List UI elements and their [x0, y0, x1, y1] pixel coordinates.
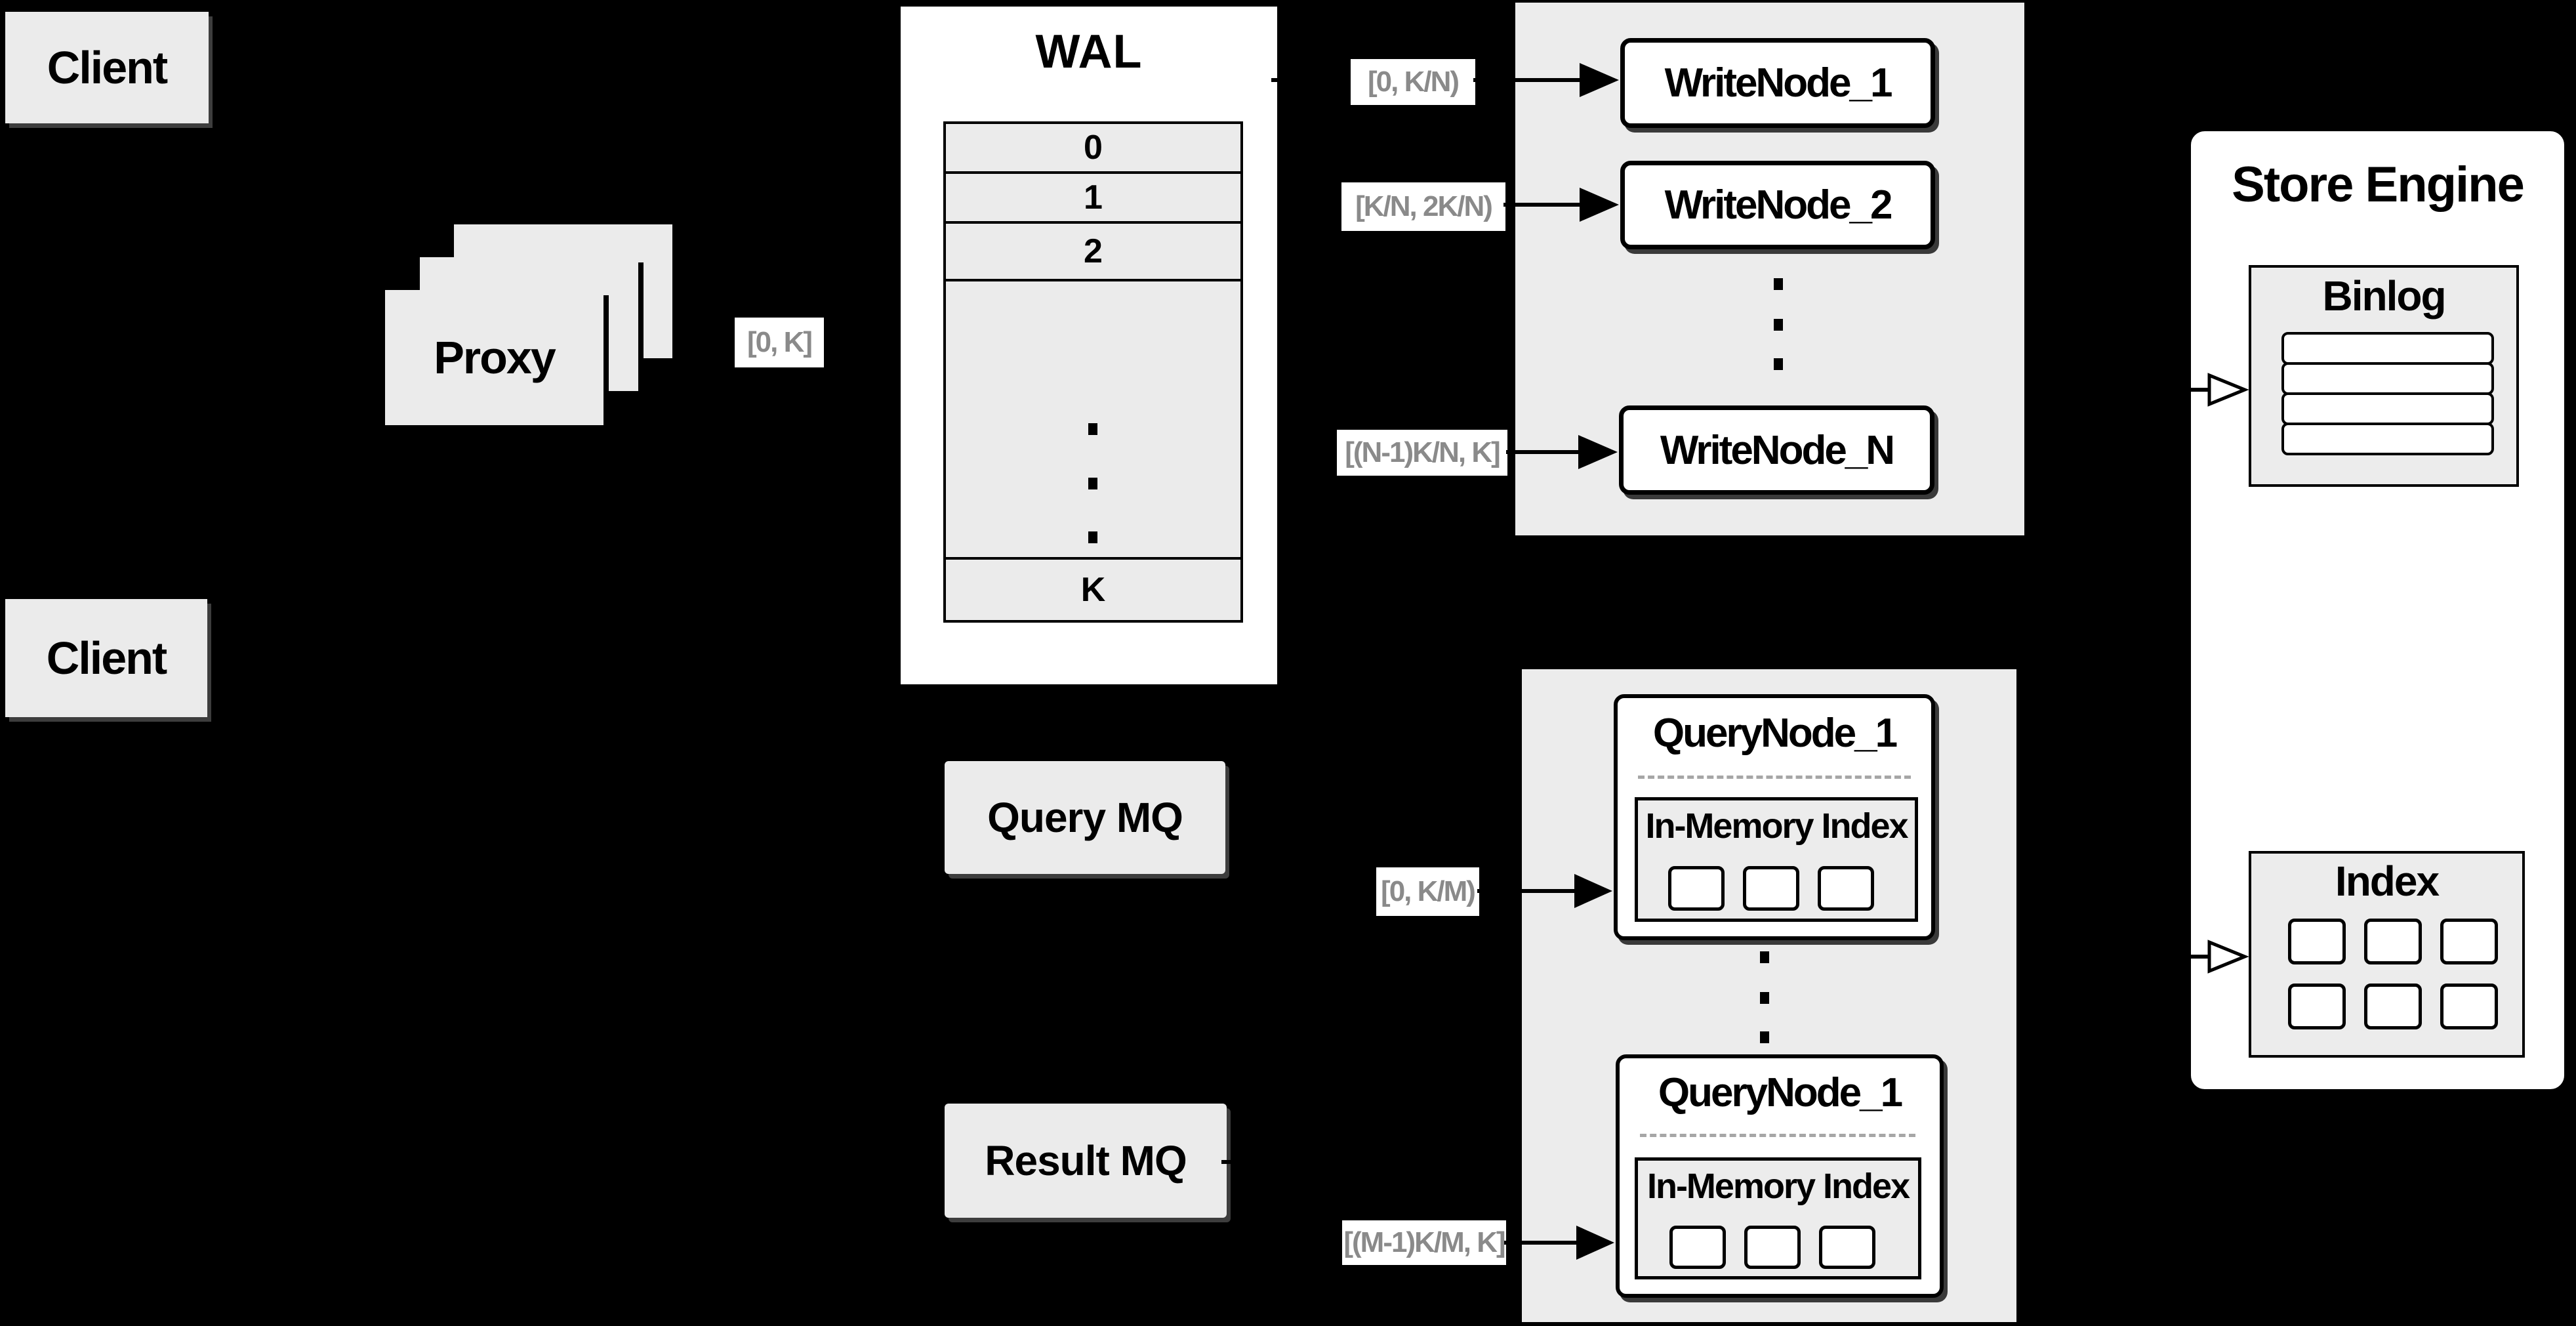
- wal-segment-row: 0: [943, 121, 1243, 174]
- binlog-row: [2281, 332, 2494, 365]
- memory-segment-cell: [1668, 866, 1725, 911]
- write-node-2-label: WriteNode_2: [1664, 182, 1893, 228]
- query-node-top-title: QueryNode_1: [1652, 711, 1898, 756]
- range-label-query-top: [0, K/M): [1376, 867, 1479, 916]
- client-label: Client: [47, 42, 168, 93]
- range-label-write-2: [K/N, 2K/N): [1341, 182, 1505, 231]
- proxy-label: Proxy: [434, 332, 556, 383]
- binlog-row: [2281, 362, 2494, 395]
- vertical-ellipsis-icon: [1088, 531, 1097, 543]
- dashed-divider: [1638, 776, 1911, 779]
- client-box-top: Client: [5, 12, 209, 123]
- wal-title: WAL: [1035, 26, 1143, 78]
- client-box-bottom: Client: [5, 599, 207, 717]
- range-label-write-n: [(N-1)K/N, K]: [1337, 430, 1507, 476]
- result-mq-box: Result MQ: [945, 1104, 1227, 1218]
- index-cell: [2288, 919, 2346, 964]
- binlog-row: [2281, 392, 2494, 425]
- index-title: Index: [2335, 858, 2440, 905]
- vertical-ellipsis-icon: [1760, 992, 1769, 1004]
- wal-ellipsis-row: [943, 279, 1243, 560]
- write-node-2-box: WriteNode_2: [1620, 161, 1935, 249]
- index-cell: [2364, 984, 2422, 1029]
- proxy-card-front: Proxy: [385, 290, 603, 425]
- result-mq-label: Result MQ: [985, 1137, 1187, 1184]
- index-cell: [2364, 919, 2422, 964]
- wal-segment-row: 2: [943, 221, 1243, 281]
- in-memory-index-title: In-Memory Index: [1645, 806, 1908, 846]
- vertical-ellipsis-icon: [1760, 1031, 1769, 1043]
- query-mq-label: Query MQ: [987, 794, 1183, 841]
- memory-segment-cell: [1669, 1226, 1726, 1269]
- index-cell: [2288, 984, 2346, 1029]
- binlog-row: [2281, 423, 2494, 455]
- wal-segment-row: K: [943, 557, 1243, 623]
- write-node-n-label: WriteNode_N: [1660, 427, 1895, 473]
- store-engine-title: Store Engine: [2232, 157, 2525, 213]
- memory-segment-cell: [1744, 1226, 1801, 1269]
- range-label-write-1: [0, K/N): [1351, 59, 1475, 105]
- vertical-ellipsis-icon: [1774, 278, 1783, 290]
- range-label-query-bottom: [(M-1)K/M, K]: [1342, 1220, 1506, 1265]
- range-label-proxy-to-wal: [0, K]: [735, 318, 824, 367]
- write-node-n-box: WriteNode_N: [1619, 405, 1934, 495]
- index-cell: [2440, 984, 2498, 1029]
- vertical-ellipsis-icon: [1088, 478, 1097, 489]
- in-memory-index-title: In-Memory Index: [1646, 1167, 1910, 1206]
- binlog-title: Binlog: [2322, 272, 2446, 320]
- client-label: Client: [46, 632, 167, 684]
- vertical-ellipsis-icon: [1774, 319, 1783, 331]
- write-node-1-box: WriteNode_1: [1620, 38, 1935, 128]
- index-cell: [2440, 919, 2498, 964]
- query-node-bottom-title: QueryNode_1: [1658, 1070, 1903, 1115]
- dashed-divider: [1640, 1134, 1915, 1137]
- write-node-1-label: WriteNode_1: [1664, 60, 1893, 106]
- vertical-ellipsis-icon: [1774, 358, 1783, 370]
- vertical-ellipsis-icon: [1760, 951, 1769, 963]
- memory-segment-cell: [1819, 1226, 1875, 1269]
- memory-segment-cell: [1743, 866, 1799, 911]
- query-mq-box: Query MQ: [945, 761, 1225, 874]
- memory-segment-cell: [1818, 866, 1874, 911]
- vertical-ellipsis-icon: [1088, 423, 1097, 435]
- wal-segment-row: 1: [943, 171, 1243, 224]
